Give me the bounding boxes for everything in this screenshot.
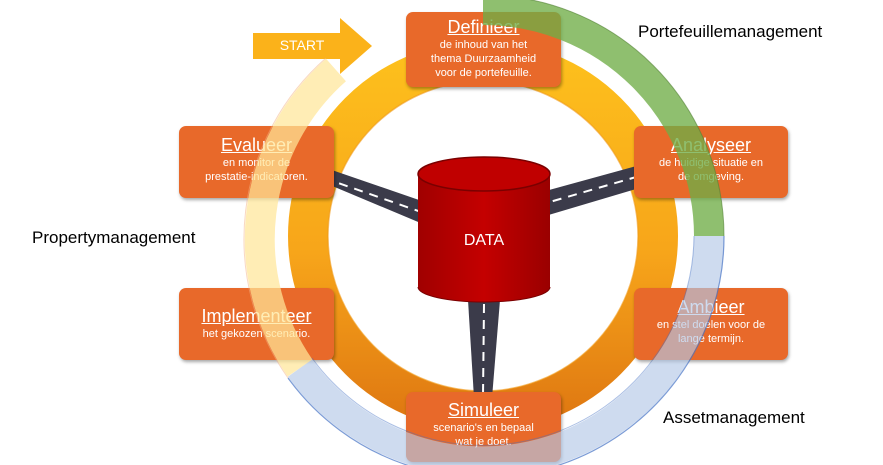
step-desc: voor de portefeuille. [435, 67, 532, 79]
step-ambieer: Ambieer en stel doelen voor de lange ter… [634, 288, 788, 360]
step-title: Ambieer [677, 297, 745, 317]
step-title: Implementeer [201, 306, 312, 326]
step-simuleer: Simuleer scenario's en bepaal wat je doe… [406, 392, 561, 462]
step-title: Simuleer [447, 400, 520, 420]
step-definieer: Definieer de inhoud van het thema Duurza… [406, 12, 561, 87]
step-desc: en stel doelen voor de [656, 319, 766, 331]
step-desc: de omgeving. [677, 171, 745, 183]
step-desc: prestatie-indicatoren. [205, 171, 308, 183]
property-management-label: Propertymanagement [32, 228, 196, 247]
step-title: Analyseer [670, 135, 752, 155]
asset-management-label: Assetmanagement [663, 408, 805, 427]
step-analyseer: Analyseer de huidige situatie en de omge… [634, 126, 788, 198]
portfolio-management-label: Portefeuillemanagement [638, 22, 823, 41]
step-desc: de huidige situatie en [659, 157, 763, 169]
step-desc: en monitor de [222, 157, 291, 169]
data-cylinder [417, 156, 551, 303]
step-title: Definieer [447, 17, 520, 37]
step-desc: het gekozen scenario. [202, 328, 311, 340]
step-desc: thema Duurzaamheid [430, 53, 537, 65]
step-desc: scenario's en bepaal [433, 422, 534, 434]
data-label: DATA [463, 232, 505, 249]
road-bottom [468, 300, 500, 398]
step-desc: de inhoud van het [439, 39, 528, 51]
step-evalueer: Evalueer en monitor de prestatie-indicat… [179, 126, 334, 198]
step-desc: wat je doet. [455, 436, 512, 448]
step-implementeer: Implementeer het gekozen scenario. [179, 288, 334, 360]
start-label: START [279, 37, 325, 53]
step-title: Evalueer [220, 135, 293, 155]
step-desc: lange termijn. [677, 333, 745, 345]
